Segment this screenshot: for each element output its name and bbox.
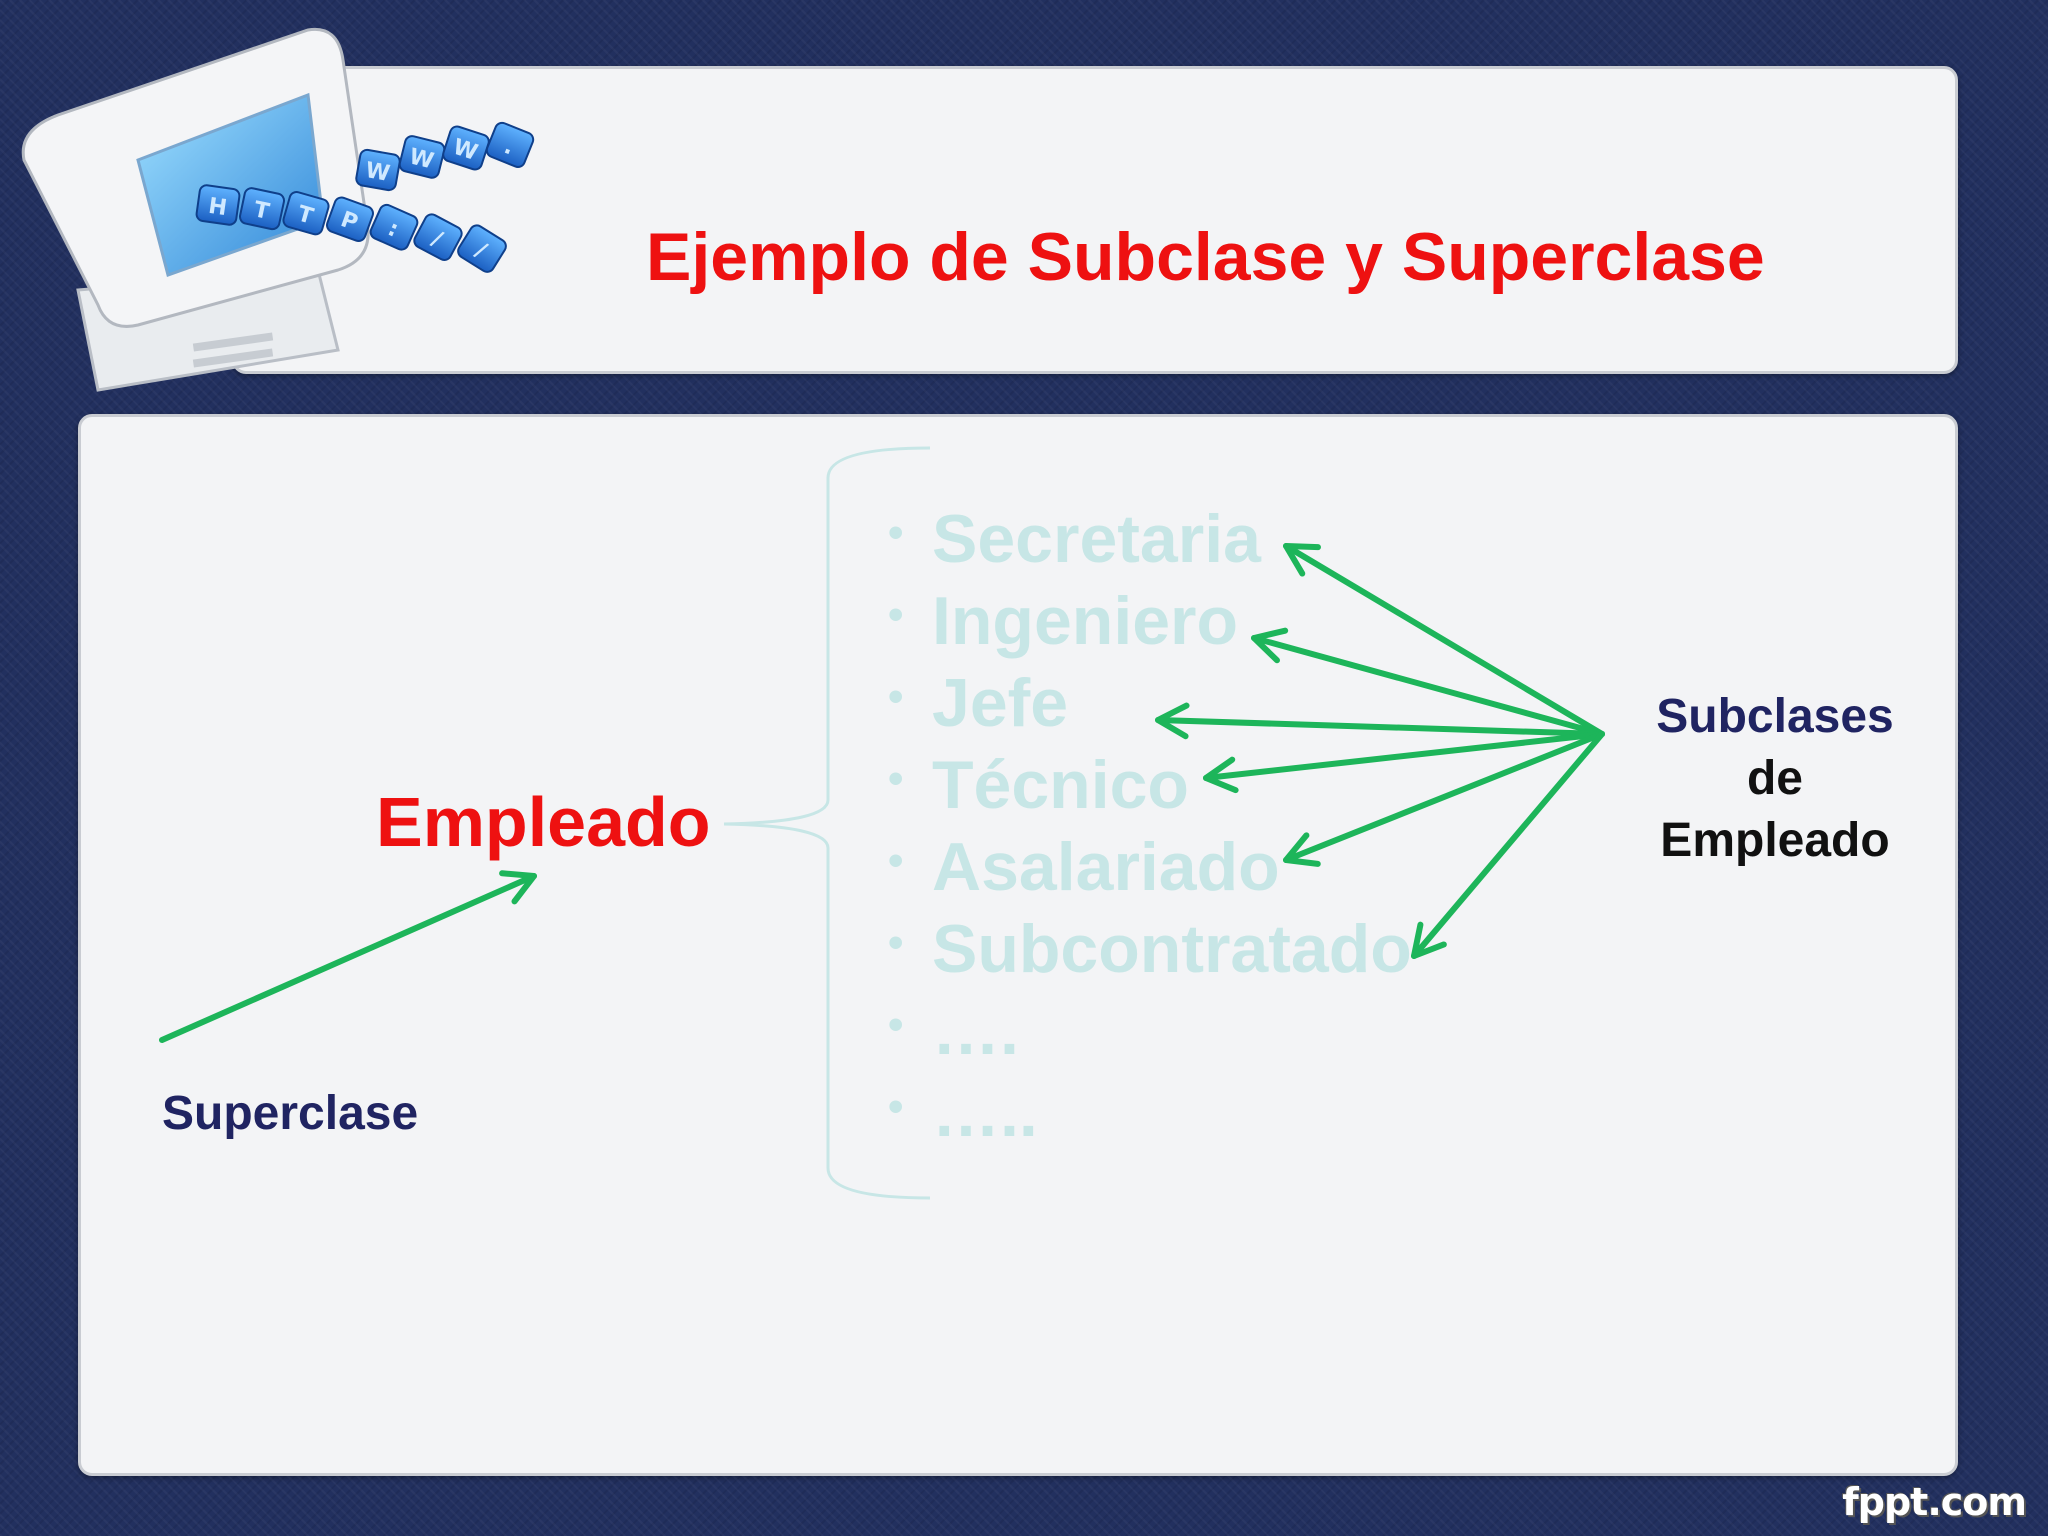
footer-brand-logo: fppt.com [1842, 1480, 2027, 1524]
subclass-item: Técnico [888, 738, 1412, 826]
key-cap: W [398, 135, 446, 179]
key-cap: H [195, 184, 241, 226]
subclass-caption: Subclases de Empleado [1600, 686, 1950, 872]
svg-text:H: H [207, 194, 229, 221]
subclass-caption-line: Subclases [1656, 690, 1894, 743]
subclass-item: Subcontratado [888, 902, 1412, 990]
key-cap: / [413, 213, 463, 261]
slide-title: Ejemplo de Subclase y Superclase [646, 219, 1765, 295]
subclass-item: Ingeniero [888, 574, 1412, 662]
subclass-list: Secretaria Ingeniero Jefe Técnico Asalar… [888, 492, 1412, 1154]
title-panel [232, 66, 1958, 374]
key-cap: . [485, 121, 535, 168]
svg-text:P: P [337, 207, 361, 236]
svg-text:W: W [363, 158, 391, 187]
subclass-item: …. [888, 984, 1412, 1072]
subclass-item: Jefe [888, 656, 1412, 744]
subclass-item: Asalariado [888, 820, 1412, 908]
key-cap: : [369, 203, 419, 251]
subclass-item: ….. [888, 1066, 1412, 1154]
key-cap: W [442, 125, 490, 171]
subclass-caption-line: de [1746, 752, 1803, 805]
key-cap: P [326, 196, 374, 243]
superclass-caption: Superclase [162, 1087, 419, 1140]
key-cap: T [282, 191, 330, 236]
key-cap: T [238, 187, 286, 231]
subclass-caption-line: Empleado [1660, 814, 1890, 867]
key-cap: W [355, 148, 401, 192]
svg-text:T: T [252, 197, 272, 225]
subclass-item: Secretaria [888, 492, 1412, 580]
superclass-name: Empleado [376, 783, 711, 861]
svg-text:W: W [407, 144, 437, 174]
svg-text:T: T [295, 201, 316, 229]
key-cap: / [457, 224, 507, 273]
